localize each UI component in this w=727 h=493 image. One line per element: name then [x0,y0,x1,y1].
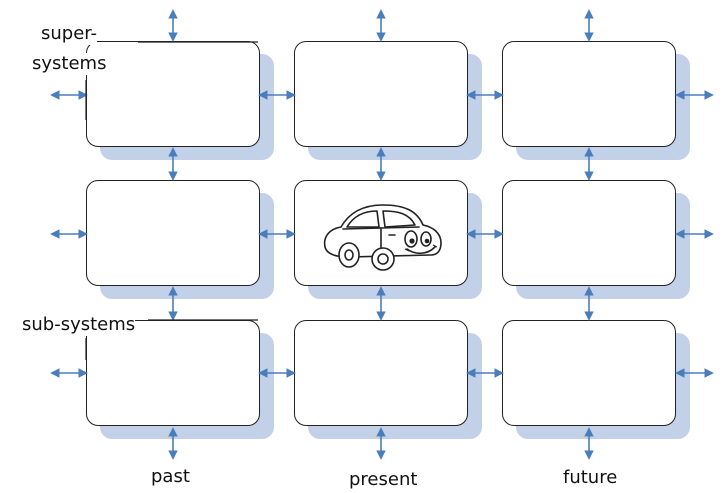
cell-box [502,180,676,286]
cell-box [294,180,468,286]
cell-box [294,320,468,426]
cell-super-future [502,41,690,160]
cell-box [86,180,260,286]
cell-system-past [86,180,274,299]
cell-sub-past [86,320,274,439]
sub-systems-label: sub-systems [22,314,136,336]
super-systems-label-line1: super- [41,23,98,45]
past-label: past [151,466,190,487]
cell-system-future [502,180,690,299]
cell-box [86,320,260,426]
car-icon [323,204,442,271]
cell-sub-future [502,320,690,439]
cell-sub-present [294,320,482,439]
super-systems-label-line2: systems [32,53,107,75]
present-label: present [349,469,418,490]
cell-super-past [86,41,274,160]
cell-box [86,41,260,147]
future-label: future [563,467,618,488]
cell-system-present [294,180,482,299]
